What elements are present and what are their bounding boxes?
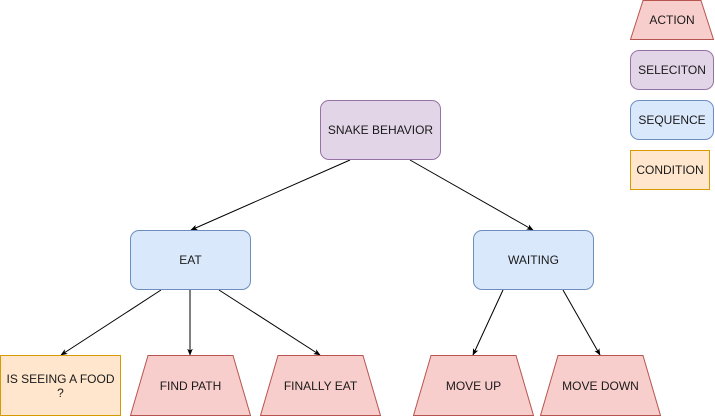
node-move-down-label: MOVE DOWN: [562, 378, 639, 393]
node-eat[interactable]: EAT: [130, 230, 251, 290]
node-find-path[interactable]: FIND PATH: [130, 355, 251, 416]
edge-eat-seeing-food: [60, 289, 162, 356]
legend-condition: CONDITION: [630, 150, 710, 190]
legend-sequence: SEQUENCE: [630, 100, 714, 140]
node-move-down[interactable]: MOVE DOWN: [540, 355, 661, 416]
node-eat-label: EAT: [179, 253, 202, 267]
legend-selection: SELECITON: [630, 50, 714, 90]
edge-waiting-move-down: [562, 289, 601, 356]
node-snake-behavior[interactable]: SNAKE BEHAVIOR: [320, 100, 441, 160]
edge-eat-finally-eat: [218, 289, 321, 356]
node-waiting[interactable]: WAITING: [473, 230, 594, 290]
node-is-seeing-a-food-label: IS SEEING A FOOD ?: [6, 371, 115, 400]
node-finally-eat[interactable]: FINALLY EAT: [260, 355, 381, 416]
node-finally-eat-label: FINALLY EAT: [283, 378, 358, 393]
edge-root-eat: [190, 159, 351, 231]
legend-action: ACTION: [630, 0, 714, 40]
legend-sequence-label: SEQUENCE: [638, 113, 706, 127]
legend-action-label: ACTION: [649, 13, 695, 27]
node-move-up[interactable]: MOVE UP: [413, 355, 534, 416]
node-find-path-label: FIND PATH: [159, 378, 222, 393]
node-waiting-label: WAITING: [508, 253, 559, 267]
node-move-up-label: MOVE UP: [445, 378, 502, 393]
node-snake-behavior-label: SNAKE BEHAVIOR: [327, 123, 434, 137]
edge-root-waiting: [409, 159, 534, 231]
legend-condition-label: CONDITION: [636, 163, 704, 177]
node-is-seeing-a-food[interactable]: IS SEEING A FOOD ?: [0, 355, 121, 416]
edge-waiting-move-up: [472, 289, 504, 356]
legend-selection-label: SELECITON: [638, 63, 706, 77]
